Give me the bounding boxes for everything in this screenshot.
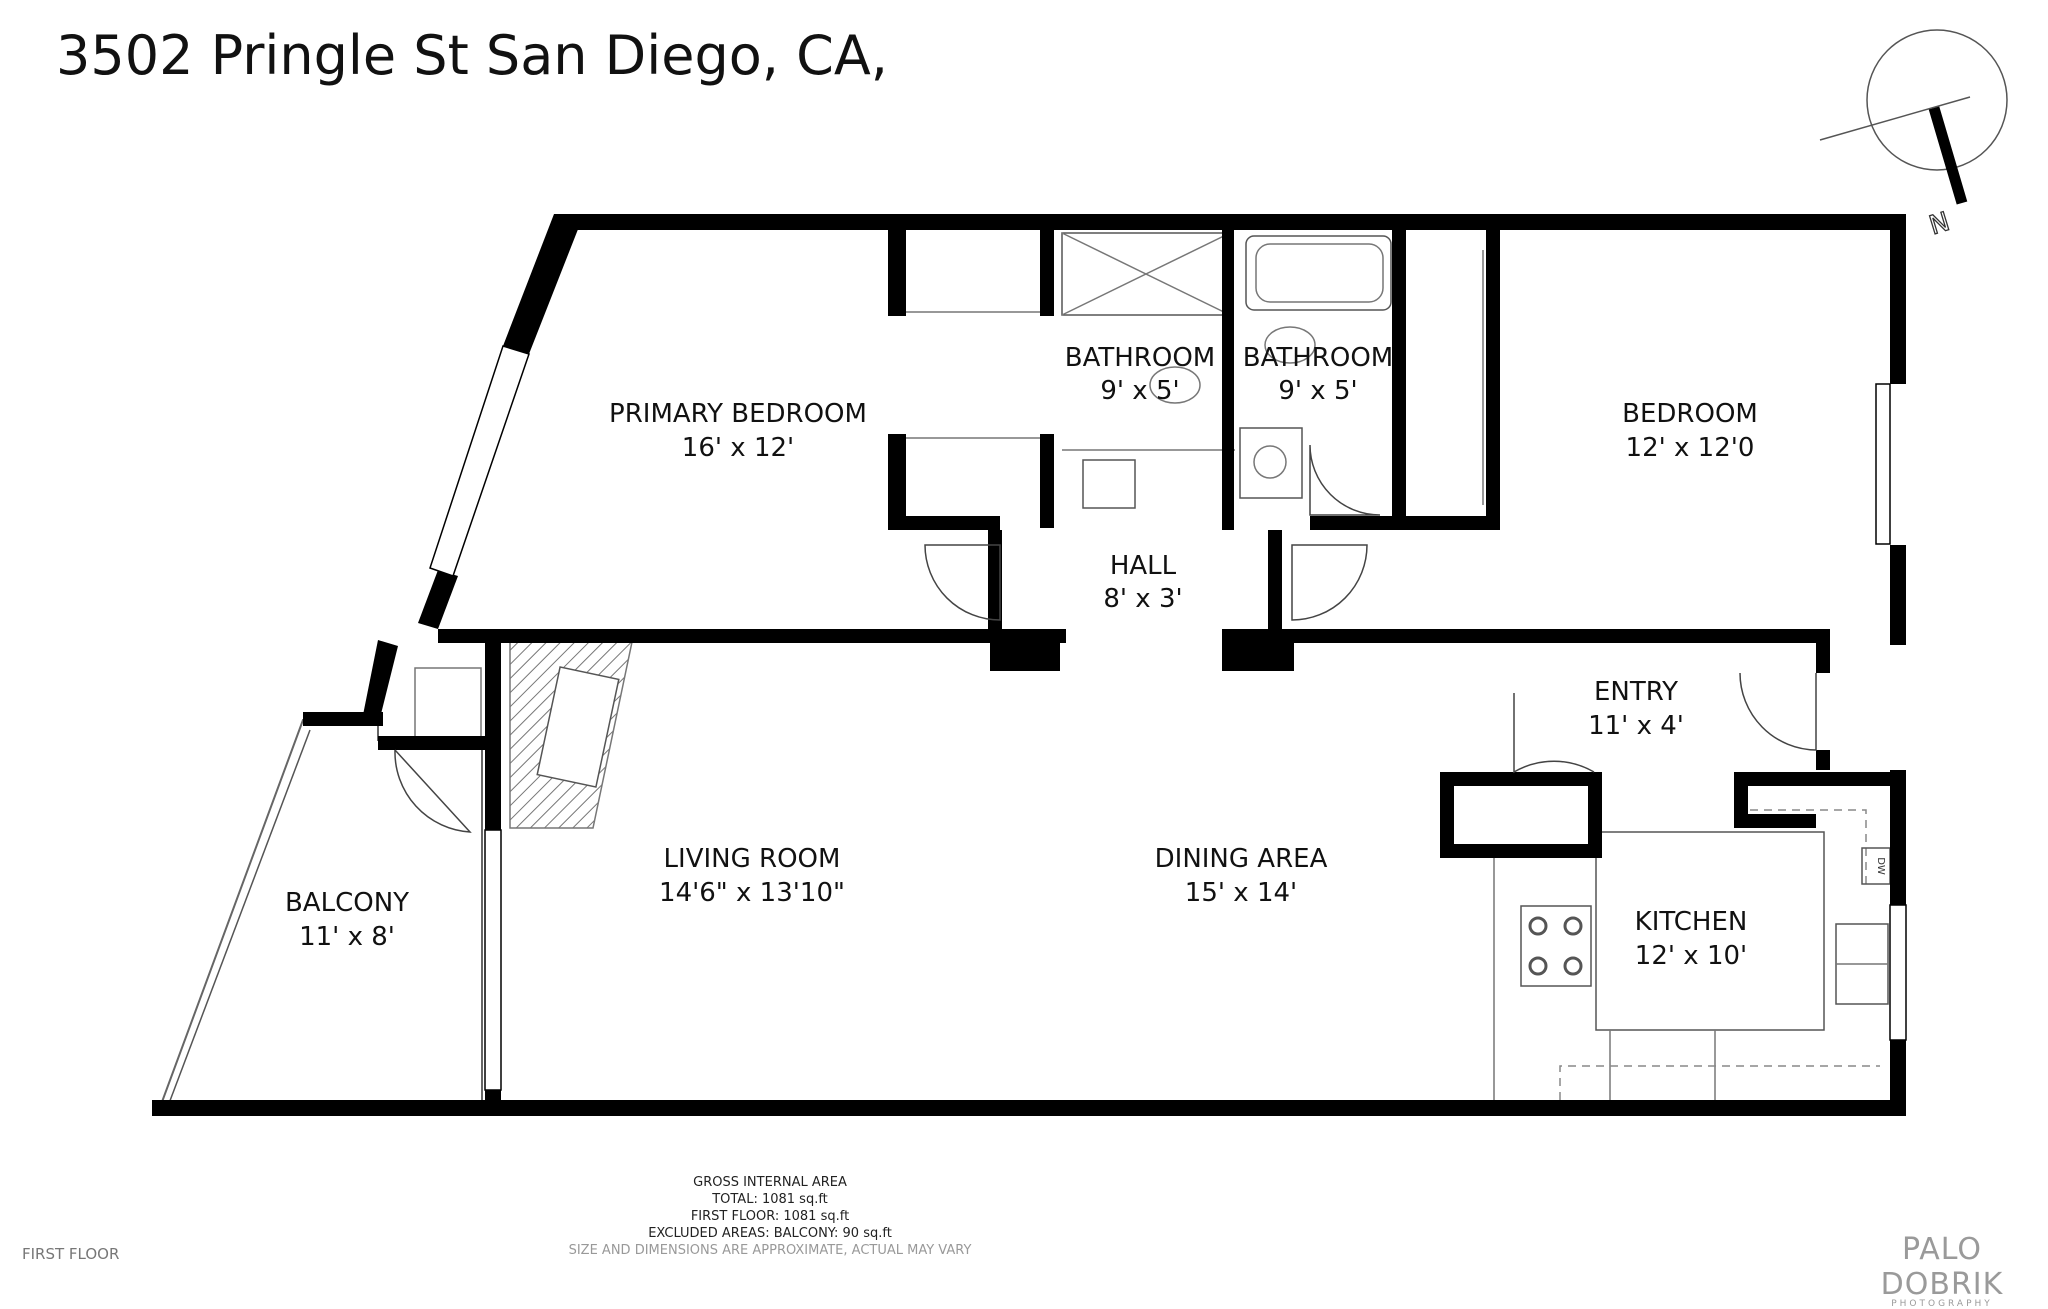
compass: N bbox=[1819, 29, 2008, 242]
room-dining-area-name: DINING AREA bbox=[1155, 844, 1328, 874]
room-primary-bedroom-dims: 16' x 12' bbox=[682, 433, 794, 463]
room-dining-area-dims: 15' x 14' bbox=[1185, 878, 1297, 908]
page-title: 3502 Pringle St San Diego, CA, bbox=[56, 24, 888, 87]
walls bbox=[152, 214, 1906, 1116]
room-kitchen-dims: 12' x 10' bbox=[1635, 941, 1747, 971]
brand-name: PALO DOBRIK bbox=[1880, 1232, 2004, 1302]
area-summary: GROSS INTERNAL AREA TOTAL: 1081 sq.ft FI… bbox=[0, 1174, 1540, 1259]
room-labels: PRIMARY BEDROOM 16' x 12' BATHROOM 9' x … bbox=[285, 343, 1886, 971]
area-disclaimer: SIZE AND DIMENSIONS ARE APPROXIMATE, ACT… bbox=[568, 1243, 972, 1258]
brand-logo: PALO DOBRIK PHOTOGRAPHY bbox=[1836, 1232, 2048, 1309]
floor-label: FIRST FLOOR bbox=[22, 1245, 120, 1263]
room-bathroom-2-name: BATHROOM bbox=[1243, 343, 1393, 373]
room-entry-dims: 11' x 4' bbox=[1588, 711, 1684, 741]
area-total: TOTAL: 1081 sq.ft bbox=[712, 1192, 828, 1207]
room-primary-bedroom-name: PRIMARY BEDROOM bbox=[609, 399, 867, 429]
room-balcony-name: BALCONY bbox=[285, 888, 409, 918]
room-balcony-dims: 11' x 8' bbox=[299, 922, 395, 952]
area-first-floor: FIRST FLOOR: 1081 sq.ft bbox=[690, 1209, 850, 1224]
dishwasher-label: DW bbox=[1875, 857, 1886, 875]
room-entry-name: ENTRY bbox=[1594, 677, 1678, 707]
room-living-room-name: LIVING ROOM bbox=[664, 844, 841, 874]
room-living-room-dims: 14'6" x 13'10" bbox=[659, 878, 845, 908]
area-excluded: EXCLUDED AREAS: BALCONY: 90 sq.ft bbox=[648, 1226, 892, 1241]
north-arrow-icon bbox=[1928, 106, 1968, 205]
brand-sub: PHOTOGRAPHY bbox=[1891, 1299, 1993, 1309]
floor-plan: N bbox=[152, 29, 2008, 1116]
area-heading: GROSS INTERNAL AREA bbox=[693, 1175, 847, 1190]
room-hall-name: HALL bbox=[1110, 551, 1177, 581]
room-hall-dims: 8' x 3' bbox=[1103, 584, 1182, 614]
room-bathroom-2-dims: 9' x 5' bbox=[1278, 376, 1357, 406]
compass-label: N bbox=[1926, 207, 1953, 241]
room-bedroom-name: BEDROOM bbox=[1622, 399, 1758, 429]
windows bbox=[429, 345, 1907, 1091]
room-bedroom-dims: 12' x 12'0 bbox=[1626, 433, 1755, 463]
room-bathroom-1-name: BATHROOM bbox=[1065, 343, 1215, 373]
doors bbox=[394, 444, 1817, 833]
room-bathroom-1-dims: 9' x 5' bbox=[1100, 376, 1179, 406]
room-kitchen-name: KITCHEN bbox=[1635, 907, 1748, 937]
